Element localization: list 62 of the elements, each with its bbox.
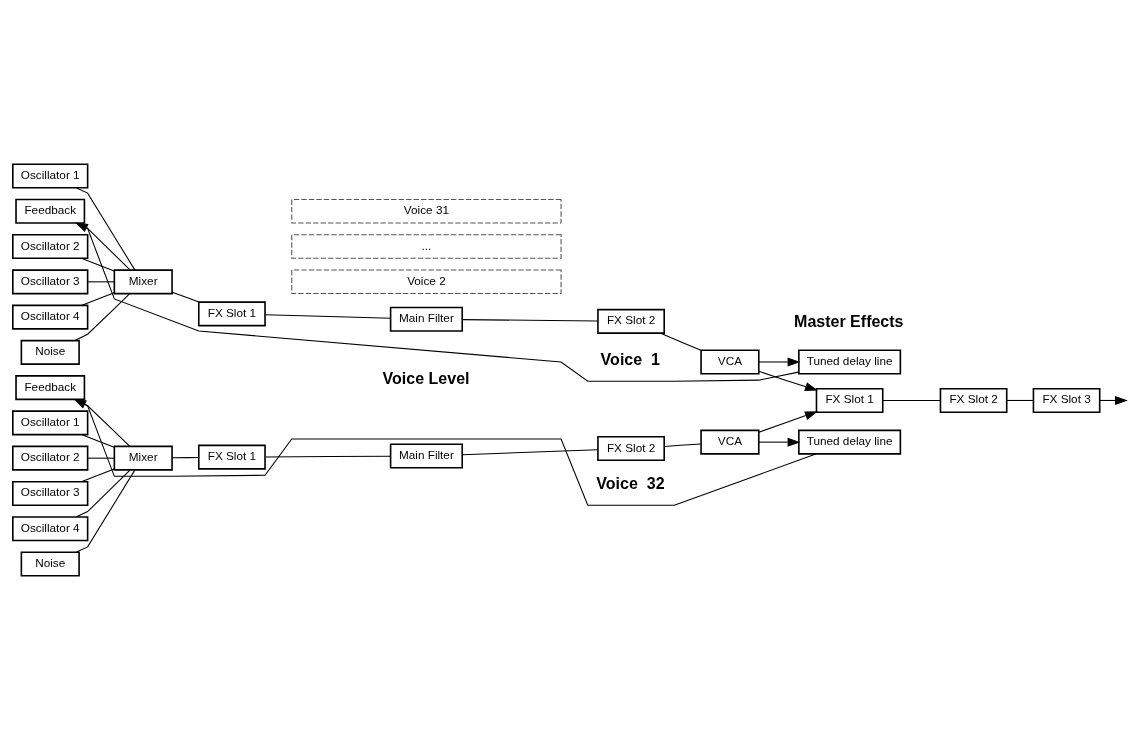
node-box: Noise [20,339,80,365]
node-box: Main Filter [389,306,463,332]
label: Voice 32 [596,473,665,492]
node-box: Oscillator 3 [12,269,89,295]
node-box: Oscillator 4 [12,516,89,542]
node-box: FX Slot 1 [815,387,884,413]
arrow [758,357,801,367]
connector [87,457,115,459]
label: Voice 1 [600,349,660,368]
arrow [758,370,818,391]
node-box: FX Slot 2 [939,387,1008,413]
node-box: Oscillator 2 [12,234,89,260]
connector [76,469,131,518]
node-box: Oscillator 3 [12,480,89,506]
connector [882,399,941,401]
node-box: FX Slot 1 [198,301,266,327]
node-box: Noise [20,551,80,577]
connector [74,293,131,342]
node-box: Oscillator 1 [12,163,89,189]
node-box: Voice 31 [291,199,562,224]
node-box: Feedback [15,198,86,224]
connector [1006,399,1034,401]
node-box: Mixer [113,445,173,471]
arrow [73,398,817,506]
node-box: Feedback [15,375,86,401]
node-box: ... [291,234,562,259]
arrow [75,222,799,382]
connector [660,332,702,351]
connector [81,257,115,272]
connector [76,469,136,553]
node-box: Oscillator 4 [12,304,89,330]
connector [461,319,599,322]
connector [171,291,200,303]
connector [264,314,391,319]
connector [171,456,200,459]
connector [461,449,599,456]
node-box: Oscillator 1 [12,410,89,436]
node-box: FX Slot 2 [597,308,665,334]
node-box: Tuned delay line [798,349,902,375]
connector [81,468,115,483]
label: Voice Level [382,368,470,387]
node-box: Voice 2 [291,269,562,295]
node-box: FX Slot 3 [1032,387,1101,413]
label: Master Effects [794,312,904,331]
node-box: Mixer [113,269,173,295]
node-box: VCA [700,349,760,375]
arrow [758,437,801,447]
node-box: Tuned delay line [798,429,902,455]
node-box: Main Filter [389,443,463,469]
node-box: Oscillator 2 [12,445,89,471]
connector [74,398,131,447]
connector [81,434,115,448]
connector [663,443,702,447]
arrow [758,411,818,433]
node-box: FX Slot 1 [198,444,266,470]
connector [76,222,131,271]
node-box: FX Slot 2 [597,436,665,462]
connector [81,292,115,306]
connector [264,455,391,458]
connector [76,187,136,271]
node-box: VCA [700,429,760,455]
connector [87,281,115,283]
